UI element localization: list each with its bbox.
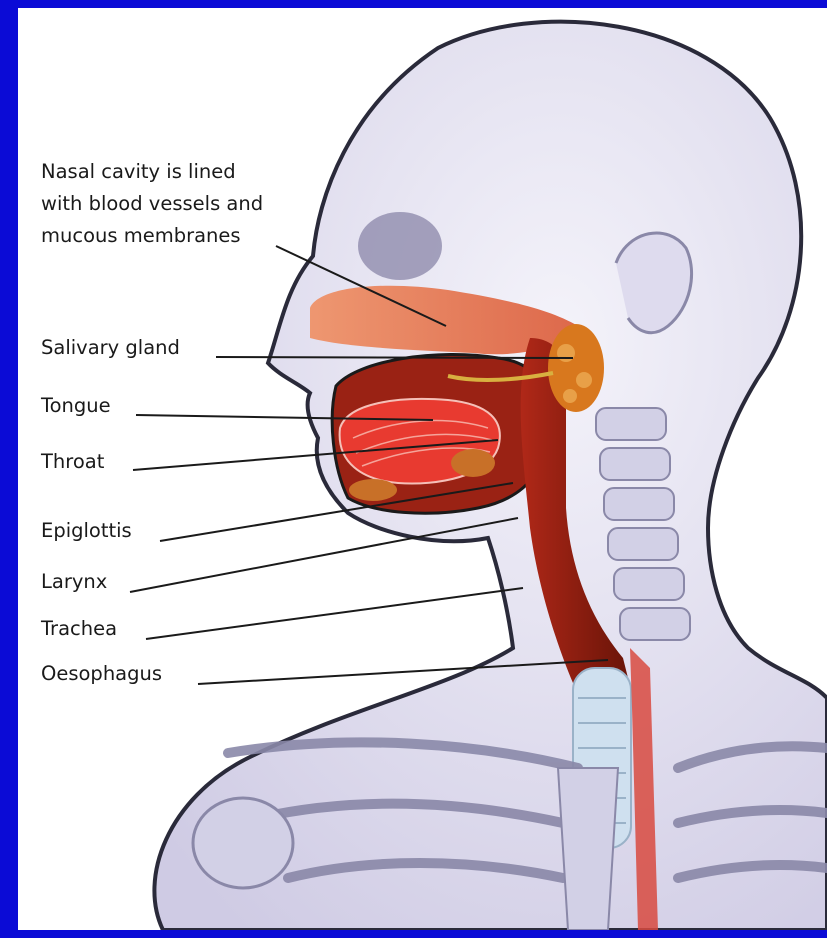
label-larynx: Larynx bbox=[41, 569, 107, 595]
label-oesophagus: Oesophagus bbox=[41, 661, 162, 687]
leader-trachea bbox=[146, 588, 523, 639]
label-nasal-cavity: Nasal cavity is lined with blood vessels… bbox=[41, 156, 263, 252]
eye-socket bbox=[358, 212, 442, 280]
label-trachea: Trachea bbox=[41, 616, 117, 642]
sternum bbox=[558, 768, 618, 930]
label-nasal-cavity-line-3: mucous membranes bbox=[41, 220, 263, 252]
label-nasal-cavity-line-2: with blood vessels and bbox=[41, 188, 263, 220]
head-neck-illustration bbox=[18, 8, 827, 930]
label-tongue: Tongue bbox=[41, 393, 111, 419]
label-nasal-cavity-line-1: Nasal cavity is lined bbox=[41, 156, 263, 188]
mouth-floor-gland bbox=[349, 479, 397, 501]
label-throat: Throat bbox=[41, 449, 104, 475]
anatomy-figure: Nasal cavity is lined with blood vessels… bbox=[18, 8, 827, 930]
label-epiglottis: Epiglottis bbox=[41, 518, 132, 544]
leader-salivary-gland bbox=[216, 357, 573, 358]
shoulder-joint bbox=[193, 798, 293, 888]
label-salivary-gland: Salivary gland bbox=[41, 335, 180, 361]
leader-larynx bbox=[130, 518, 518, 592]
throat-gland bbox=[451, 449, 495, 477]
